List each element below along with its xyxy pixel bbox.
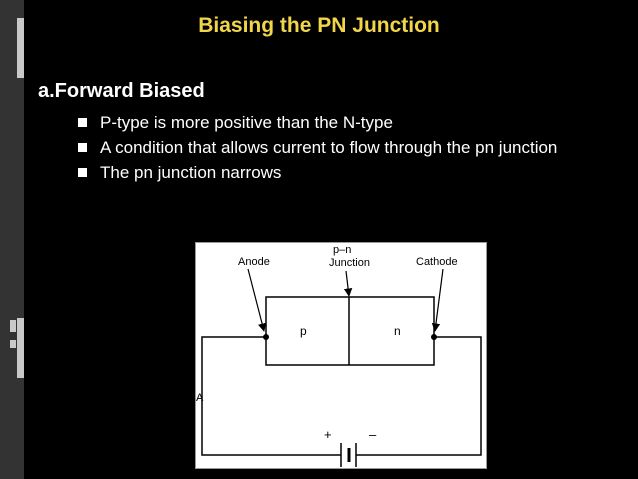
junction-label-line1: p–n (333, 244, 351, 256)
bullet-text: The pn junction narrows (100, 163, 282, 182)
decoration-mark (17, 18, 24, 78)
left-decoration-bar (0, 0, 24, 479)
bullet-list: P-type is more positive than the N-type … (78, 111, 630, 186)
p-region-label: p (300, 324, 307, 338)
pn-junction-diagram: Anode p–n Junction Cathode p n A + – (195, 242, 487, 469)
cathode-label: Cathode (416, 256, 458, 268)
bullet-item: A condition that allows current to flow … (78, 136, 610, 159)
battery-plus-label: + (324, 427, 332, 442)
anode-arrow (247, 268, 267, 332)
bullet-item: P-type is more positive than the N-type (78, 111, 630, 134)
slide-title: Biasing the PN Junction (198, 14, 440, 37)
cathode-arrow (431, 268, 444, 332)
bullet-square-icon (78, 168, 87, 177)
junction-arrow (343, 270, 353, 297)
bullet-item: The pn junction narrows (78, 161, 630, 184)
anode-label: Anode (238, 256, 270, 268)
section-heading: a.Forward Biased (38, 80, 205, 102)
bullet-text: P-type is more positive than the N-type (100, 113, 393, 132)
battery-minus-label: – (369, 427, 377, 442)
bullet-text: A condition that allows current to flow … (100, 138, 558, 157)
current-label: A (196, 392, 204, 404)
bullet-square-icon (78, 143, 87, 152)
decoration-mark (10, 320, 16, 332)
diode-body (265, 296, 435, 366)
n-region-label: n (394, 324, 401, 338)
decoration-mark (10, 340, 16, 348)
bullet-square-icon (78, 118, 87, 127)
decoration-mark (17, 318, 24, 378)
circuit-wire-right (356, 336, 482, 456)
junction-label-line2: Junction (329, 257, 370, 269)
pn-junction-svg: Anode p–n Junction Cathode p n A + – (196, 244, 482, 467)
circuit-wire-left (201, 336, 341, 456)
